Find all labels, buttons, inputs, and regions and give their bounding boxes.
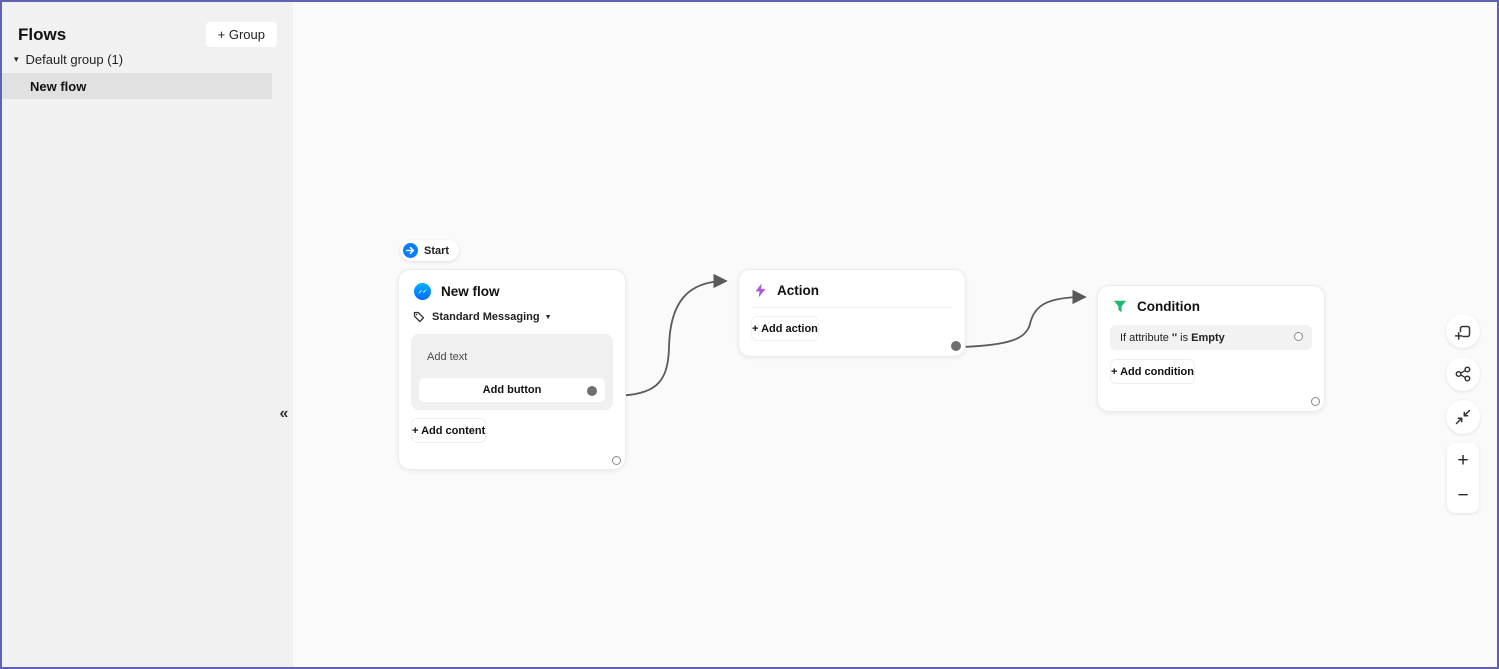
node-condition[interactable]: Condition If attribute '' is Empty + Add… [1097,285,1325,412]
start-arrow-icon [403,243,418,258]
action-output-connector[interactable] [951,341,961,351]
rule-value: Empty [1191,331,1225,344]
button-output-connector[interactable] [587,386,597,396]
lightning-icon [754,283,767,298]
add-button-label: Add button [482,384,542,396]
share-button[interactable] [1446,357,1480,391]
add-block-icon [1454,322,1473,341]
zoom-out-icon: − [1457,485,1469,506]
add-content-button[interactable]: + Add content [411,418,487,443]
new-flow-title: New flow [441,284,500,299]
start-label: Start [424,244,450,257]
caret-down-icon: ▾ [14,54,19,64]
group-row-label: Default group (1) [25,52,124,67]
condition-output-connector[interactable] [1311,397,1320,406]
sidebar-title: Flows [18,24,67,44]
condition-rule-connector[interactable] [1294,332,1303,341]
funnel-icon [1113,300,1127,313]
flow-item-label: New flow [30,78,87,94]
add-condition-button[interactable]: + Add condition [1110,359,1195,384]
group-row-default[interactable]: ▾ Default group (1) [14,52,123,67]
sidebar-collapse-button[interactable]: « [273,402,295,426]
new-flow-header: New flow [399,270,625,309]
message-content-box: Add text Add button [411,334,613,410]
node-new-flow[interactable]: New flow Standard Messaging ▼ Add text A… [398,269,626,470]
add-block-button[interactable] [1446,314,1480,348]
add-button-button[interactable]: Add button [418,377,606,403]
zoom-in-icon: + [1457,450,1469,471]
add-content-label: + Add content [412,424,486,437]
fit-screen-button[interactable] [1446,400,1480,434]
flows-sidebar: Flows + Group ▾ Default group (1) New fl… [2,2,293,667]
dropdown-caret-icon: ▼ [544,313,552,321]
tag-icon [413,311,425,323]
messenger-icon [414,283,431,300]
messaging-type-label: Standard Messaging [432,311,540,323]
condition-rule-row[interactable]: If attribute '' is Empty [1110,325,1312,350]
condition-header: Condition [1098,286,1324,323]
add-text-placeholder[interactable]: Add text [427,351,468,363]
start-badge[interactable]: Start [400,240,460,261]
add-group-button[interactable]: + Group [205,22,277,47]
rule-attribute: '' [1171,331,1178,344]
condition-title: Condition [1137,299,1200,314]
action-header: Action [739,270,965,307]
messaging-type-dropdown[interactable]: Standard Messaging ▼ [399,309,625,331]
rule-prefix: If attribute [1120,331,1169,344]
zoom-panel: + − [1447,443,1479,513]
zoom-in-button[interactable]: + [1447,443,1479,478]
sidebar-header: Flows + Group [18,22,277,47]
add-action-button[interactable]: + Add action [751,316,819,341]
add-group-label: + Group [217,27,265,42]
add-condition-label: + Add condition [1111,365,1194,378]
action-title: Action [777,283,819,298]
collapse-chevrons-icon: « [279,405,289,422]
add-action-label: + Add action [752,322,818,335]
rule-operator: is [1180,331,1189,344]
zoom-out-button[interactable]: − [1447,478,1479,513]
share-icon [1454,365,1472,383]
sidebar-item-new-flow[interactable]: New flow [2,73,272,99]
node-action[interactable]: Action + Add action [738,269,966,357]
header-divider [751,307,953,308]
fit-screen-icon [1454,408,1472,426]
new-flow-output-connector[interactable] [612,456,621,465]
